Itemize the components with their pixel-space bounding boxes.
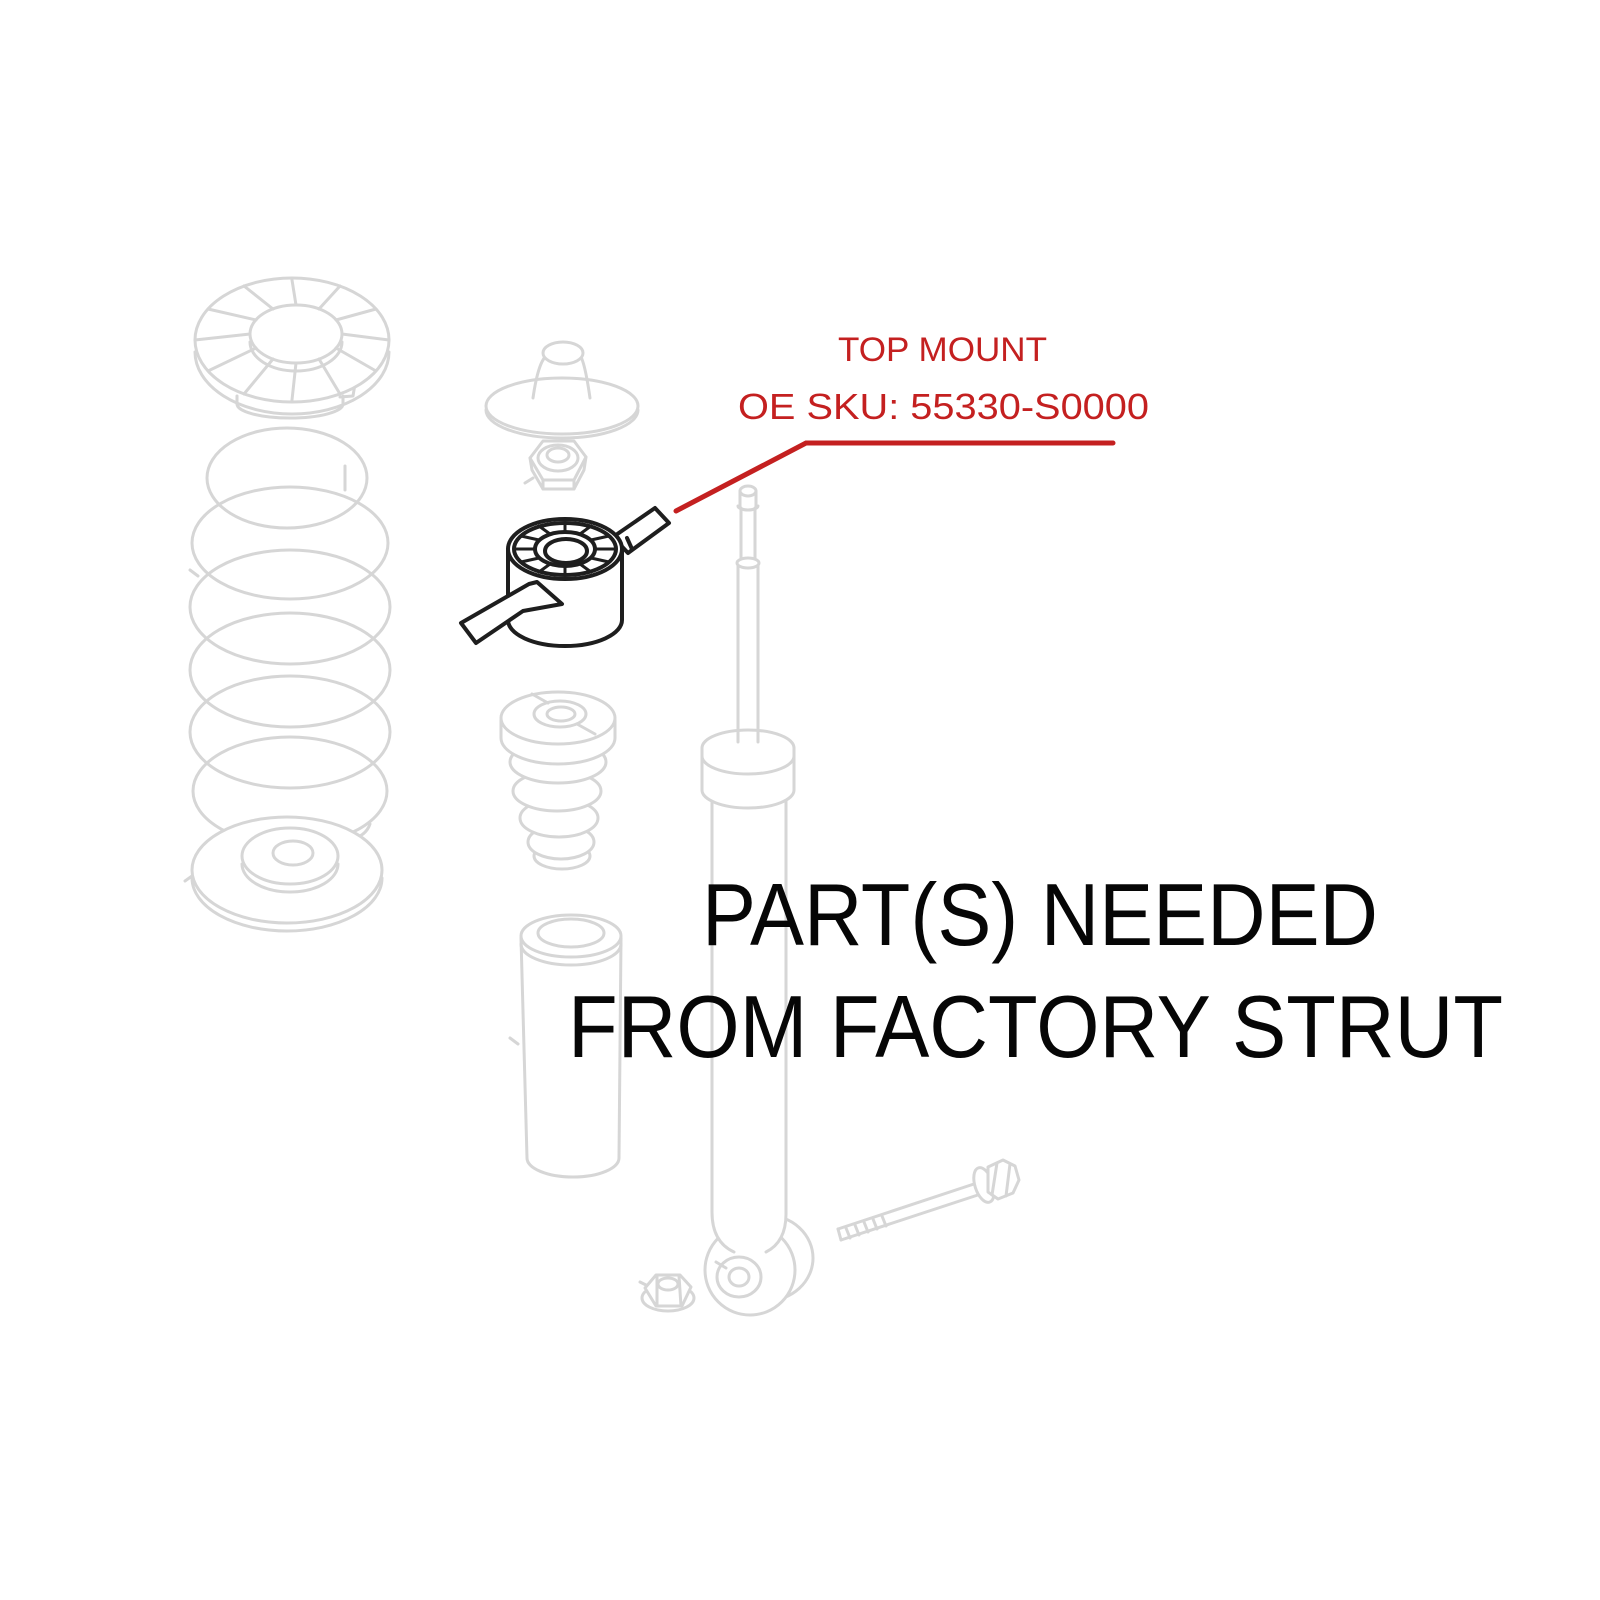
- top-mount-bearing-ribs: [512, 521, 618, 577]
- strut-nut-icon: [523, 439, 588, 491]
- caption-group: PART(S) NEEDED FROM FACTORY STRUT: [568, 865, 1503, 1076]
- caption-line1: PART(S) NEEDED: [702, 865, 1378, 964]
- top-mount-icon: [459, 506, 671, 648]
- coil-spring-icon: [188, 426, 392, 847]
- top-mount-top-face: [506, 517, 624, 581]
- leader-line: [673, 440, 1116, 514]
- upper-spring-seat-icon: [193, 276, 391, 420]
- bump-stop-icon: [499, 690, 617, 871]
- flange-nut-icon: [638, 1273, 696, 1313]
- lower-spring-seat-icon: [183, 815, 384, 933]
- sku-label: OE SKU: 55330-S0000: [738, 386, 1149, 427]
- dust-boot-icon: [508, 913, 623, 1179]
- top-mount-left-arm: [459, 580, 564, 645]
- top-mount-arm-seam: [625, 536, 634, 551]
- caption-line2: FROM FACTORY STRUT: [568, 977, 1503, 1076]
- annotation-group: TOP MOUNT OE SKU: 55330-S0000: [673, 331, 1149, 514]
- mounting-bolt-icon: [836, 1158, 1021, 1242]
- shock-absorber-icon: [700, 484, 815, 1317]
- factory-lineart: [183, 276, 1021, 1317]
- top-mount-label: TOP MOUNT: [838, 331, 1047, 369]
- top-mount-bore: [543, 537, 589, 565]
- strut-cap-icon: [484, 340, 640, 440]
